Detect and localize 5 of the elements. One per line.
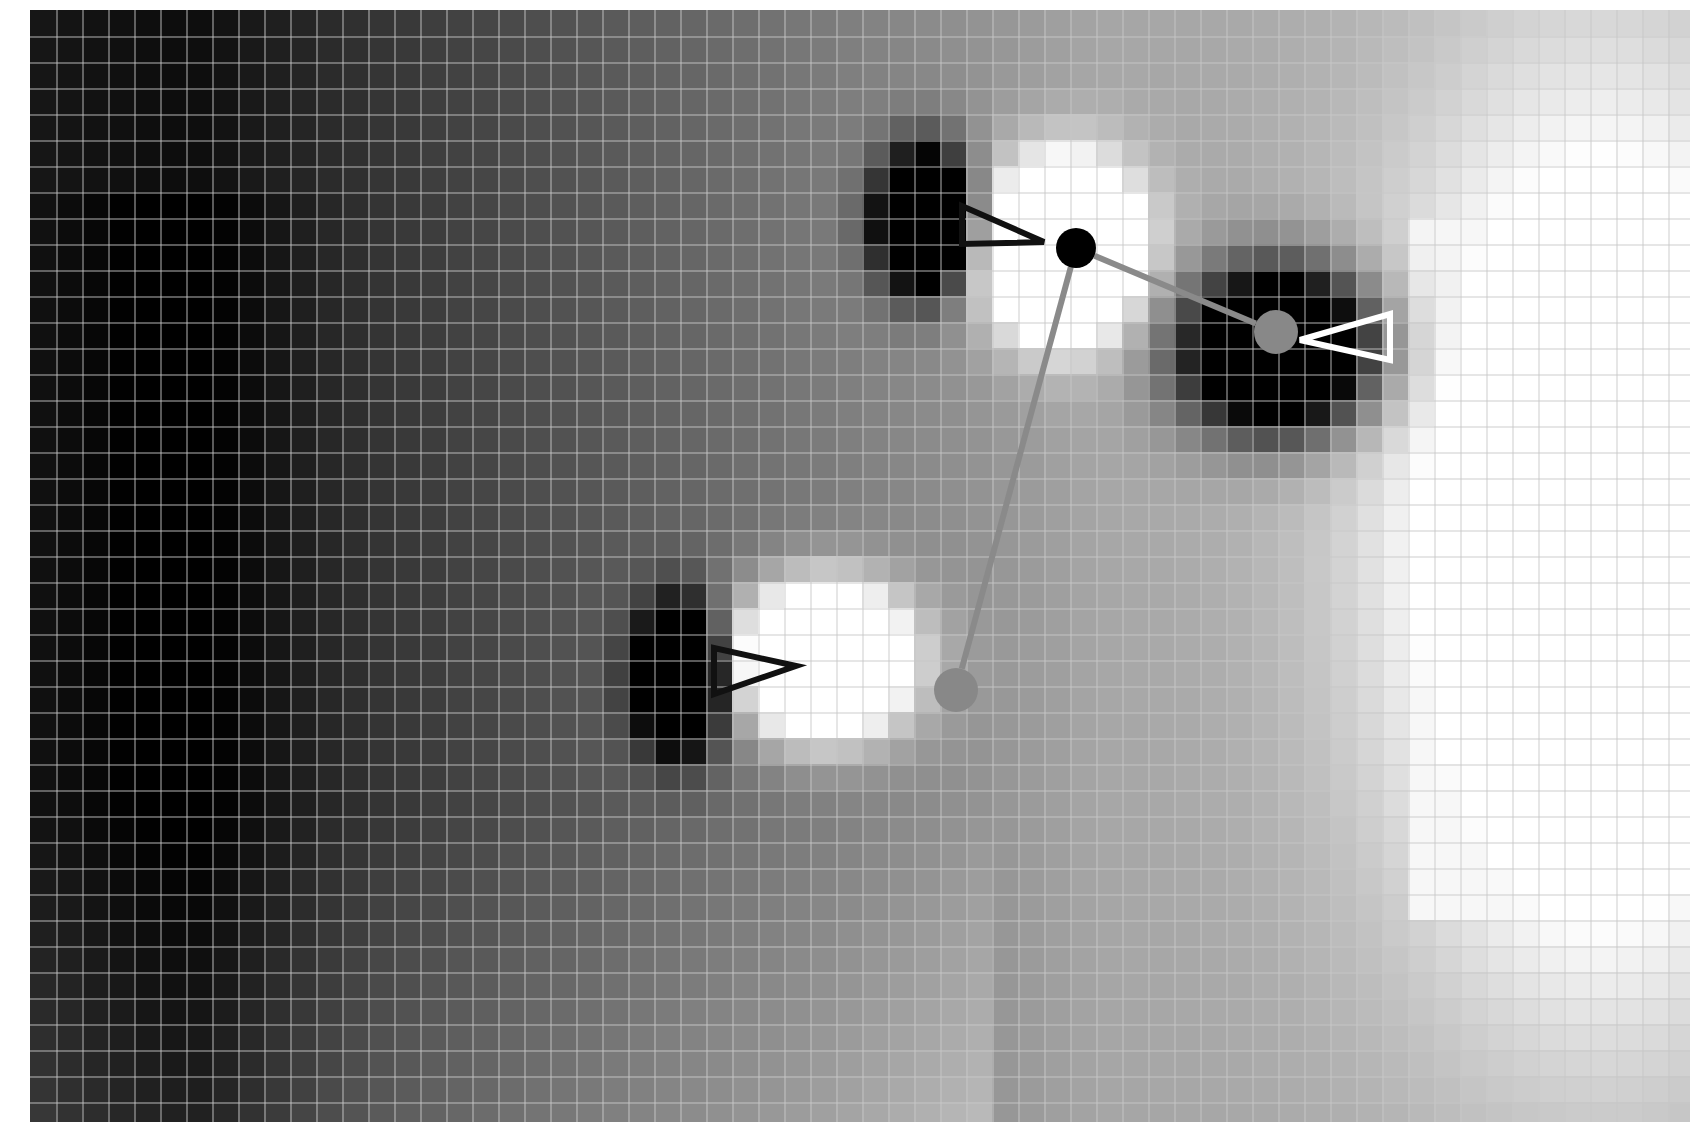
dot-marker bbox=[1056, 228, 1096, 268]
connector-line bbox=[1093, 252, 1257, 327]
dot-marker bbox=[934, 668, 978, 712]
dot-marker bbox=[1254, 310, 1298, 354]
connector-line bbox=[958, 266, 1074, 670]
